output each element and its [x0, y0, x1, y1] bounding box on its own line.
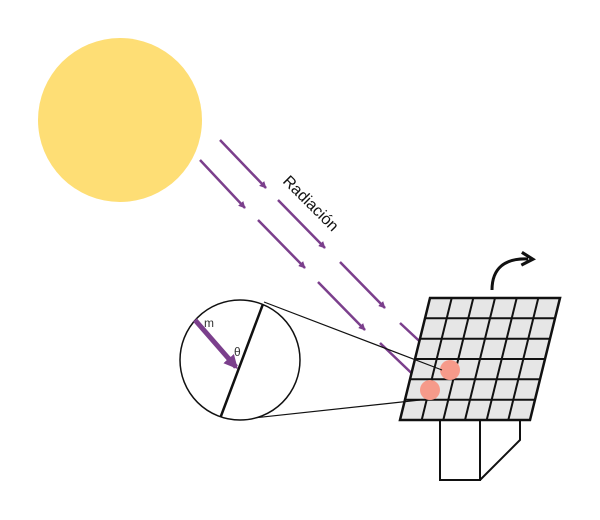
panel-stand: [439, 420, 521, 481]
incident-ray-arrow: [193, 318, 238, 370]
impact-spot: [420, 380, 440, 400]
ray-segment: [199, 159, 246, 209]
magnifier: m θ: [179, 299, 301, 421]
angle-label: θ: [234, 345, 241, 359]
rotation-arrow-icon: [490, 259, 528, 291]
ray-segment: [277, 199, 326, 249]
ray-segment: [317, 281, 366, 331]
magnifier-connectors: [243, 301, 443, 420]
sun: [38, 38, 202, 202]
ray-segment: [339, 261, 386, 309]
mass-label: m: [204, 316, 214, 330]
radiation-rays: [199, 139, 446, 387]
impact-spot: [440, 360, 460, 380]
radiation-label: Radiación: [279, 173, 341, 235]
ray-segment: [219, 139, 267, 189]
panel-surface-line: [216, 300, 268, 420]
solar-panel: [398, 296, 562, 422]
ray-segment: [257, 219, 306, 269]
